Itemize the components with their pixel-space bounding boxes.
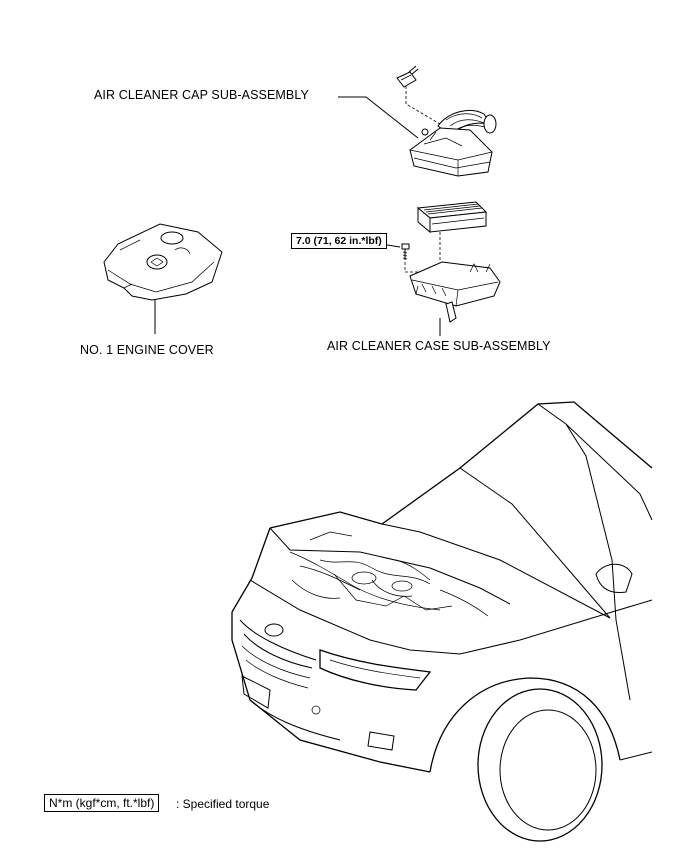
cap-leader-line [338,96,419,139]
legend-description: : Specified torque [176,797,270,811]
engine-cover-drawing [103,223,223,301]
legend-unit-box: N*m (kgf*cm, ft.*lbf) [44,794,160,812]
label-air-cleaner-case: AIR CLEANER CASE SUB-ASSEMBLY [327,339,551,353]
air-cleaner-cap-drawing [409,110,497,177]
air-filter-drawing [416,201,488,234]
label-engine-cover: NO. 1 ENGINE COVER [80,343,214,357]
air-cleaner-case-drawing [409,261,501,323]
bolt-icon [401,243,410,260]
connector-icon [396,65,419,88]
label-air-cleaner-cap: AIR CLEANER CAP SUB-ASSEMBLY [94,88,309,102]
torque-spec-box: 7.0 (71, 62 in.*lbf) [291,233,387,249]
vehicle-drawing [231,401,653,842]
connector-dashed-line [405,86,441,125]
